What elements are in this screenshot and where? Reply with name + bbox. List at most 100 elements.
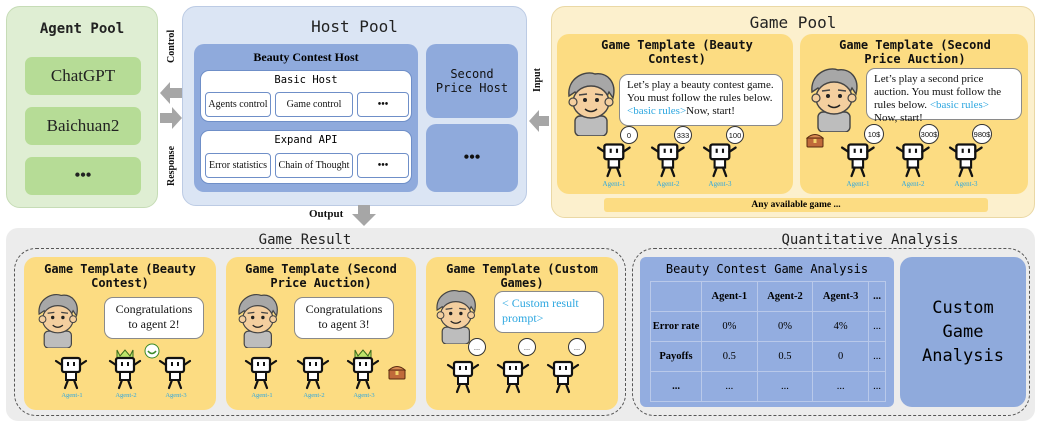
- table-header-row: Agent-1 Agent-2 Agent-3 ...: [650, 281, 886, 312]
- thinking-bubble: ...: [518, 338, 536, 356]
- prompt-end-text: Now, start!: [874, 112, 923, 124]
- agent-label: Agent-1: [602, 180, 626, 188]
- custom-game-analysis: Custom Game Analysis: [900, 257, 1026, 407]
- host-avatar-icon: [38, 294, 78, 349]
- agent-label: Agent-3: [708, 180, 732, 188]
- bid-bubble: 333: [674, 126, 692, 144]
- table-cell: ...: [868, 371, 886, 402]
- robot-agent-icon: [702, 143, 737, 178]
- analysis-table-wrap: Agent-1 Agent-2 Agent-3 ... Error rate 0…: [650, 281, 886, 402]
- game-control-item: Game control: [275, 92, 353, 117]
- host-prompt-bubble: Let’s play a beauty contest game. You mu…: [619, 74, 783, 126]
- quant-dashed-box: [632, 248, 1030, 416]
- table-cell: 0%: [701, 311, 758, 342]
- table-cell: 0: [812, 341, 869, 372]
- agent-label: Agent-2: [303, 392, 325, 399]
- table-row: Error rate 0% 0% 4% ...: [650, 311, 886, 342]
- thinking-bubble: ...: [468, 338, 486, 356]
- input-arrow: [529, 110, 549, 132]
- custom-result-bubble: < Custom result prompt>: [494, 291, 604, 333]
- game-result-title: Game Result: [258, 232, 352, 248]
- robot-agent-icon: [446, 360, 480, 394]
- robot-agent-icon: [596, 143, 631, 178]
- game-result-dashed-box: [14, 248, 626, 416]
- agent-label: Agent-2: [901, 180, 925, 188]
- bid-bubble: 100: [726, 126, 744, 144]
- result-bubble: Congratulations to agent 3!: [294, 297, 394, 339]
- basic-more-item: •••: [357, 92, 409, 117]
- basic-host-title: Basic Host: [274, 74, 338, 86]
- bid-bubble: 0: [620, 126, 638, 144]
- agent-pool-panel: Agent Pool ChatGPT Baichuan2 •••: [6, 6, 158, 208]
- agent-label: Agent-2: [115, 392, 137, 399]
- input-label: Input: [532, 68, 543, 92]
- robot-agent-icon: [840, 143, 875, 178]
- card-title: Game Template (Second Price Auction): [839, 38, 991, 66]
- table-cell: ...: [756, 371, 814, 402]
- robot-agent-icon: [546, 360, 580, 394]
- control-label: Control: [166, 29, 177, 63]
- beauty-analysis-table-box: Beauty Contest Game Analysis Agent-1 Age…: [640, 257, 894, 407]
- robot-agent-icon: [244, 356, 278, 390]
- card-title: Game Template (Beauty Contest): [601, 38, 753, 66]
- quant-title: Quantitative Analysis: [781, 232, 959, 248]
- agent-label: Agent-3: [165, 392, 187, 399]
- second-price-host: Second Price Host: [426, 44, 518, 118]
- bid-bubble: 300$: [919, 124, 939, 144]
- table-cell: Error rate: [650, 311, 702, 342]
- table-header: Agent-2: [756, 281, 814, 312]
- prompt-text: Let’s play a beauty contest game. You mu…: [627, 79, 774, 104]
- table-cell: 4%: [812, 311, 869, 342]
- expand-more-item: •••: [357, 153, 409, 178]
- agent-label: Agent-1: [846, 180, 870, 188]
- table-cell: ...: [812, 371, 869, 402]
- robot-agent-icon: [948, 143, 983, 178]
- table-cell: 0%: [756, 311, 814, 342]
- treasure-chest-icon: [806, 134, 824, 148]
- beauty-host-title: Beauty Contest Host: [253, 50, 359, 64]
- table-cell: ...: [868, 341, 886, 372]
- game-pool-title: Game Pool: [749, 13, 837, 32]
- table-header: [650, 281, 702, 312]
- agent-label: Agent-3: [353, 392, 375, 399]
- table-header: Agent-1: [701, 281, 758, 312]
- table-cell: 0.5: [701, 341, 758, 372]
- output-arrow: [352, 205, 376, 226]
- table-row: Payoffs 0.5 0.5 0 ...: [650, 341, 886, 372]
- agent-label: Agent-1: [61, 392, 83, 399]
- robot-agent-icon: [496, 360, 530, 394]
- agent-pool-title: Agent Pool: [39, 21, 125, 37]
- host-avatar-icon: [436, 290, 476, 345]
- any-available-game: Any available game ...: [604, 198, 988, 212]
- host-prompt-bubble: Let’s play a second price auction. You m…: [866, 68, 1022, 124]
- table-cell: 0.5: [756, 341, 814, 372]
- agent-label: Agent-1: [251, 392, 273, 399]
- robot-agent-icon: [158, 356, 192, 390]
- card-title: Game Template (Custom Games): [446, 262, 598, 290]
- response-label: Response: [166, 146, 177, 187]
- output-label: Output: [309, 208, 344, 220]
- agent-label: Agent-3: [954, 180, 978, 188]
- host-pool-title: Host Pool: [311, 17, 398, 36]
- agent-chatgpt: ChatGPT: [25, 57, 141, 95]
- robot-agent-icon: [108, 349, 142, 390]
- agent-host-arrows: [160, 82, 182, 129]
- table-cell: ...: [701, 371, 758, 402]
- analysis-table-title: Beauty Contest Game Analysis: [665, 262, 869, 276]
- host-avatar-icon: [811, 68, 858, 132]
- agents-control-item: Agents control: [205, 92, 271, 117]
- happy-icon: [144, 343, 160, 359]
- table-header: ...: [868, 281, 886, 312]
- thinking-bubble: ...: [568, 338, 586, 356]
- expand-api-title: Expand API: [274, 134, 338, 146]
- table-cell: ...: [868, 311, 886, 342]
- agent-label: Agent-2: [656, 180, 680, 188]
- table-row: ... ... ... ... ...: [650, 371, 886, 402]
- robot-agent-icon: [296, 356, 330, 390]
- basic-rules-text: <basic rules>: [627, 105, 687, 117]
- robot-agent-icon: [650, 143, 685, 178]
- bid-bubble: 10$: [864, 124, 884, 144]
- table-cell: Payoffs: [650, 341, 702, 372]
- chain-of-thought-item: Chain of Thought: [275, 153, 353, 178]
- card-title: Game Template (Beauty Contest): [44, 262, 196, 290]
